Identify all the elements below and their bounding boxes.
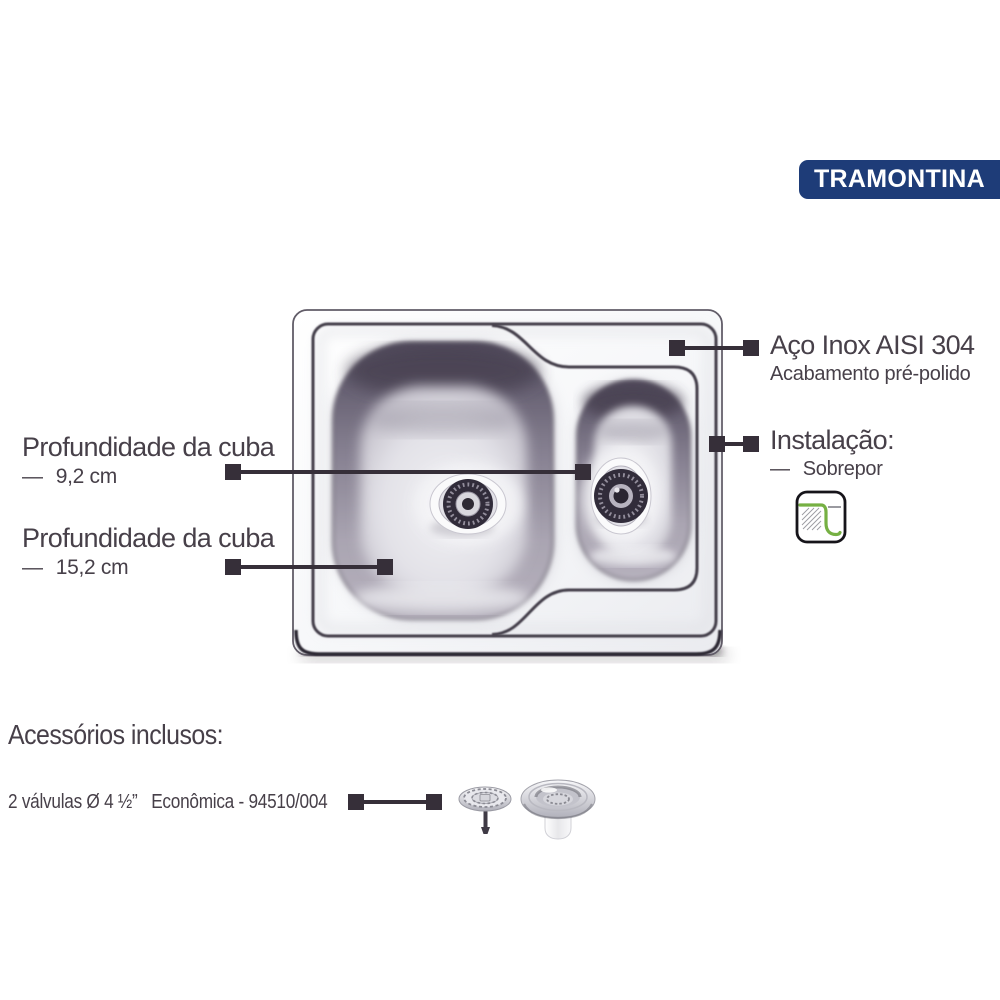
material-subtitle: Acabamento pré-polido (770, 363, 971, 386)
callout-material: Aço Inox AISI 304 Acabamento pré-polido (770, 330, 975, 386)
valve-strainer-image (458, 786, 512, 834)
dash: — (22, 556, 43, 580)
connector-endpoint (426, 794, 442, 810)
connector-endpoint (669, 340, 685, 356)
connector-line-accessories (356, 800, 434, 804)
brand-name: TRAMONTINA (813, 165, 986, 193)
connector-line-installation (717, 442, 751, 446)
depth-large-title: Profundidade da cuba (22, 523, 275, 553)
connector-endpoint (575, 464, 591, 480)
connector-endpoint (709, 436, 725, 452)
connector-line-depth-small (233, 470, 583, 474)
callout-depth-small: Profundidade da cuba — 9,2 cm (22, 432, 275, 489)
depth-small-title: Profundidade da cuba (22, 432, 275, 462)
installation-title: Instalação: (770, 425, 895, 455)
connector-endpoint (348, 794, 364, 810)
depth-small-value: 9,2 cm (55, 465, 118, 489)
connector-endpoint (225, 464, 241, 480)
connector-endpoint (743, 340, 759, 356)
valve-code: Econômica - 94510/004 (151, 791, 328, 813)
large-bowl-drain (414, 462, 522, 546)
dash: — (22, 465, 43, 489)
installation-item: Sobrepor (802, 458, 883, 481)
callout-depth-large: Profundidade da cuba — 15,2 cm (22, 523, 275, 580)
valve-flange-image (520, 779, 596, 840)
connector-endpoint (225, 559, 241, 575)
accessories-title: Acessórios inclusos: (8, 719, 224, 750)
dash: — (770, 458, 790, 481)
depth-large-value: 15,2 cm (55, 556, 129, 580)
material-title: Aço Inox AISI 304 (770, 330, 975, 360)
callout-installation: Instalação: — Sobrepor (770, 425, 895, 481)
topmount-installation-icon (795, 490, 847, 544)
connector-endpoint (743, 436, 759, 452)
connector-endpoint (377, 559, 393, 575)
connector-line-material (677, 346, 751, 350)
connector-line-depth-large (233, 565, 385, 569)
valve-spec: 2 válvulas Ø 4 ½” (8, 791, 138, 813)
accessories-spec-line: 2 válvulas Ø 4 ½” Econômica - 94510/004 (8, 791, 328, 814)
brand-badge: TRAMONTINA (799, 160, 1000, 199)
small-bowl-drain (581, 446, 661, 546)
